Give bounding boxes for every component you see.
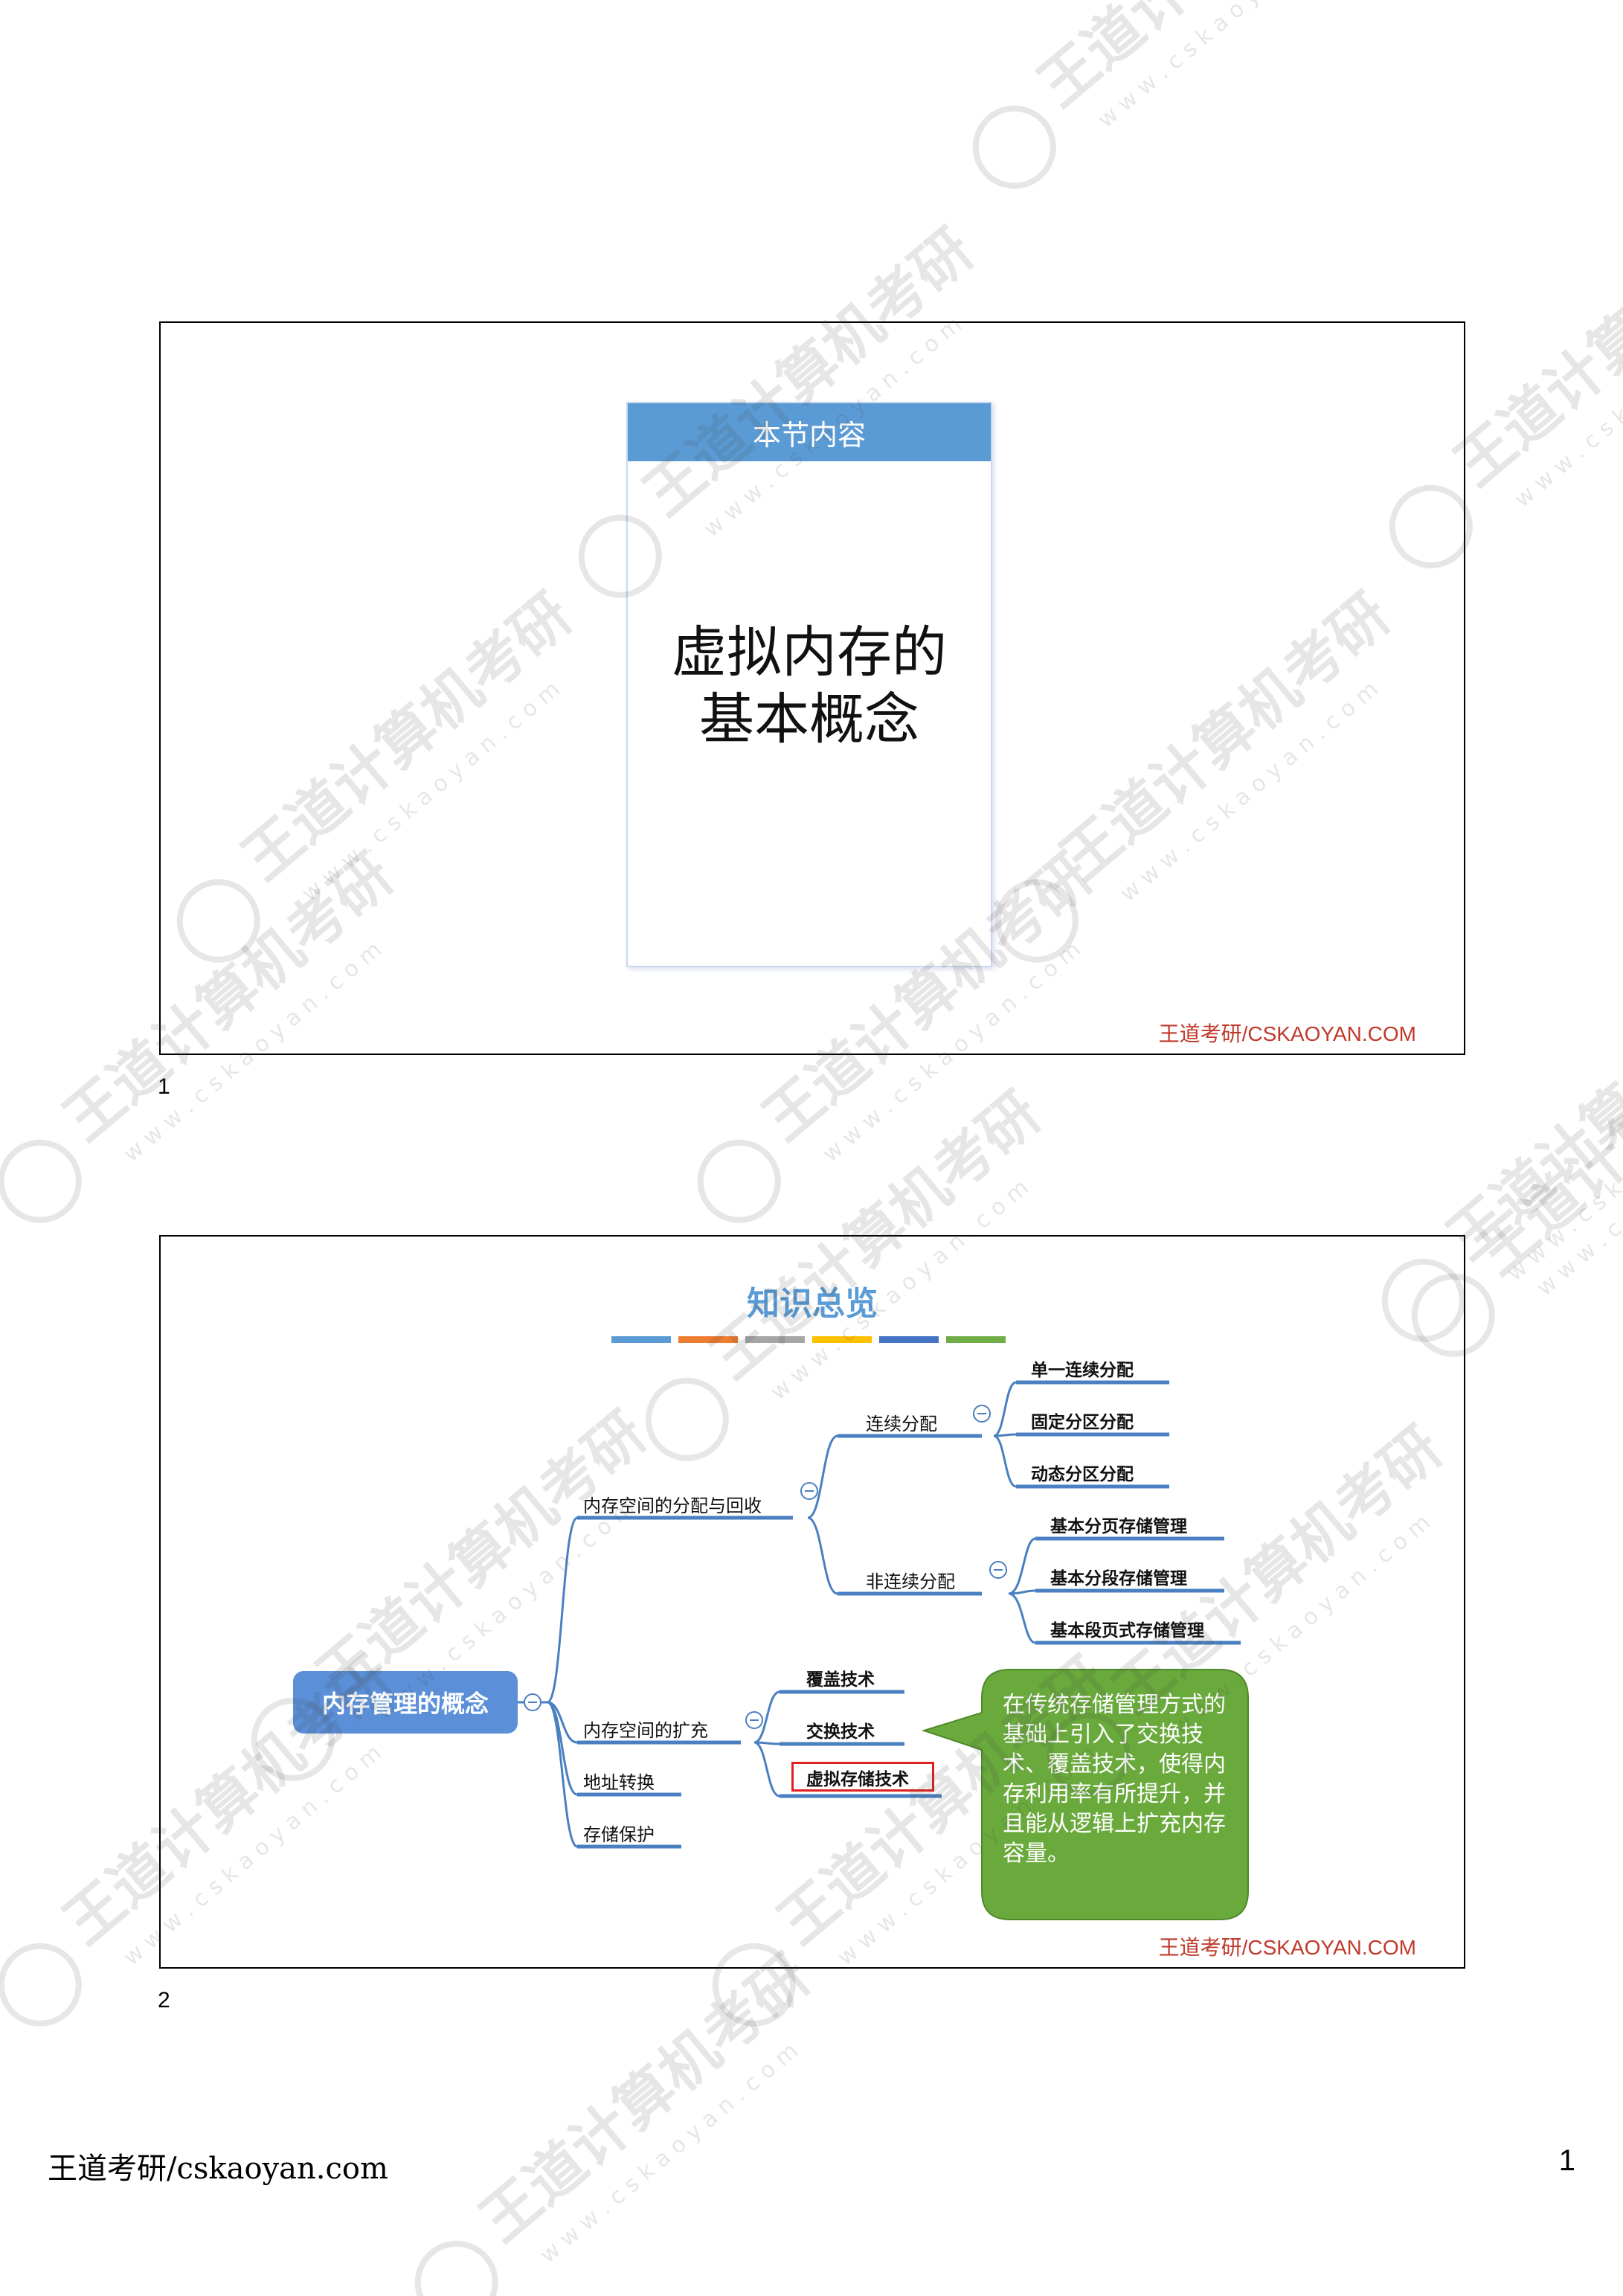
- card-title-line-2: 基本概念: [699, 687, 919, 751]
- node-noncontinuous-item-2: 基本分段存储管理: [1050, 1569, 1187, 1588]
- title-color-bars: [611, 1336, 1006, 1343]
- slide-2: 知识总览: [159, 1235, 1465, 1969]
- title-color-bar: [678, 1336, 738, 1343]
- node-noncontinuous-item-1: 基本分页存储管理: [1050, 1517, 1187, 1536]
- watermark-logo-icon: [0, 1943, 82, 2027]
- watermark-url: w w w . c s k a o y a n . c o m: [1502, 1056, 1623, 1286]
- section-card: 本节内容 虚拟内存的 基本概念: [626, 402, 992, 967]
- mindmap-connectors: [518, 1336, 1249, 1920]
- node-expand-item-3: 虚拟存储技术: [806, 1770, 909, 1789]
- watermark-logo-icon: [0, 1139, 82, 1223]
- title-color-bar: [745, 1336, 805, 1343]
- title-color-bar: [812, 1336, 872, 1343]
- watermark-text: 王道计算机考研: [1465, 975, 1623, 1288]
- node-expand: 内存空间的扩充: [583, 1720, 708, 1741]
- card-title-line-1: 虚拟内存的: [672, 621, 947, 684]
- node-continuous-item-3: 动态分区分配: [1031, 1465, 1134, 1484]
- page-number: 1: [1558, 2144, 1575, 2177]
- node-expand-item-1: 覆盖技术: [806, 1670, 875, 1690]
- callout-text: 在传统存储管理方式的基础上引入了交换技术、覆盖技术，使得内存利用率有所提升，并且…: [1003, 1692, 1226, 1867]
- root-node: 内存管理的概念: [293, 1671, 518, 1734]
- node-addr: 地址转换: [583, 1772, 655, 1793]
- node-protect: 存储保护: [583, 1824, 655, 1845]
- watermark-text: 王道计算机考研: [1442, 187, 1623, 499]
- slide-number-2: 2: [158, 1988, 170, 2013]
- slide-title: 知识总览: [747, 1285, 878, 1323]
- slide-brand: 王道考研/CSKAOYAN.COM: [1158, 1936, 1416, 1959]
- node-noncontinuous: 非连续分配: [866, 1571, 955, 1592]
- node-expand-item-2: 交换技术: [806, 1722, 875, 1742]
- watermark-url: w w w . c s k a o y a n . c o m: [1532, 1071, 1623, 1301]
- title-color-bar: [611, 1336, 671, 1343]
- node-noncontinuous-item-3: 基本段页式存储管理: [1050, 1621, 1204, 1641]
- watermark-url: w w w . c s k a o y a n . c o m: [1093, 0, 1360, 133]
- title-color-bar: [879, 1336, 939, 1343]
- node-continuous-item-1: 单一连续分配: [1031, 1361, 1134, 1380]
- page-footer-brand: 王道考研/cskaoyan.com: [48, 2152, 388, 2186]
- card-header: 本节内容: [628, 403, 991, 461]
- title-color-bar: [946, 1336, 1006, 1343]
- watermark-text: 王道计算机考研: [1026, 0, 1380, 120]
- node-continuous: 连续分配: [866, 1414, 937, 1434]
- watermark-logo-icon: [972, 105, 1056, 189]
- slide-1: 本节内容 虚拟内存的 基本概念 王道考研/CSKAOYAN.COM: [159, 321, 1465, 1055]
- watermark-logo-icon: [414, 2240, 498, 2296]
- highlight-box: [791, 1762, 934, 1792]
- slide-brand: 王道考研/CSKAOYAN.COM: [1158, 1022, 1416, 1045]
- watermark-url: w w w . c s k a o y a n . c o m: [535, 2038, 803, 2268]
- node-alloc: 内存空间的分配与回收: [583, 1495, 762, 1516]
- watermark-logo-icon: [697, 1139, 781, 1223]
- watermark-url: w w w . c s k a o y a n . c o m: [1509, 282, 1623, 513]
- slide-number-1: 1: [158, 1074, 170, 1099]
- card-title: 虚拟内存的 基本概念: [628, 619, 991, 753]
- watermark-text: 王道计算机考研: [468, 1943, 822, 2255]
- node-continuous-item-2: 固定分区分配: [1031, 1413, 1134, 1432]
